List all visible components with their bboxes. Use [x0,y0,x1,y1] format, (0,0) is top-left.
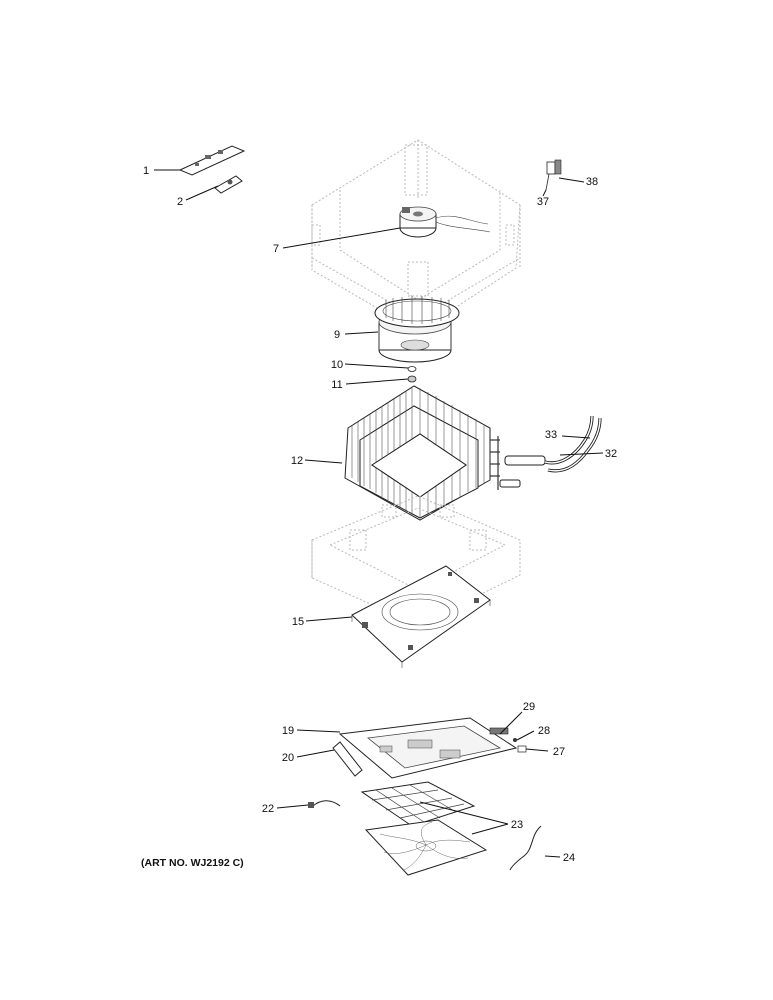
part-19-front-panel [338,717,518,779]
part-33-pipe [547,417,602,473]
part-29-sensor [489,727,509,735]
callout-32: 32 [605,448,617,460]
part-32-pipe [544,415,594,465]
part-28-screw [513,738,517,742]
part-11-washer [407,375,417,383]
art-number: (ART NO. WJ2192 C) [141,857,244,869]
part-12-evaporator-coil [344,385,546,521]
callout-1: 1 [143,165,149,177]
callout-23: 23 [511,819,523,831]
callout-19: 19 [282,725,294,737]
drain-pan-ghost-outline [311,495,521,626]
part-9-blower-wheel [374,296,460,363]
callout-9: 9 [334,329,340,341]
callout-33: 33 [545,429,557,441]
part-10-nut [407,366,417,372]
callout-38: 38 [586,176,598,188]
part-27-clip [517,745,527,753]
part-23-grille [364,819,488,876]
part-2-sensor [214,175,243,194]
part-22-wire [308,800,341,808]
part-15-base-plate [351,565,491,668]
callout-24: 24 [563,852,575,864]
part-37-38-switch [545,159,562,191]
callout-11: 11 [331,379,342,391]
callout-labels: 1 2 7 9 10 11 12 15 19 20 22 23 24 27 28… [143,165,617,864]
part-24-cord [509,825,542,871]
callout-12: 12 [291,455,303,467]
callout-7: 7 [273,243,279,255]
callout-15: 15 [292,616,304,628]
part-1-control-board [178,145,246,176]
callout-37: 37 [537,196,549,208]
callout-29: 29 [523,701,535,713]
part-20-louver [332,741,363,777]
callout-22: 22 [262,803,274,815]
callout-2: 2 [177,196,183,208]
callout-28: 28 [538,725,550,737]
callout-20: 20 [282,752,294,764]
part-7-fan-motor [399,206,491,238]
part-23-filter [360,781,476,827]
leader-lines [154,169,604,858]
callout-27: 27 [553,746,565,758]
callout-10: 10 [331,359,343,371]
